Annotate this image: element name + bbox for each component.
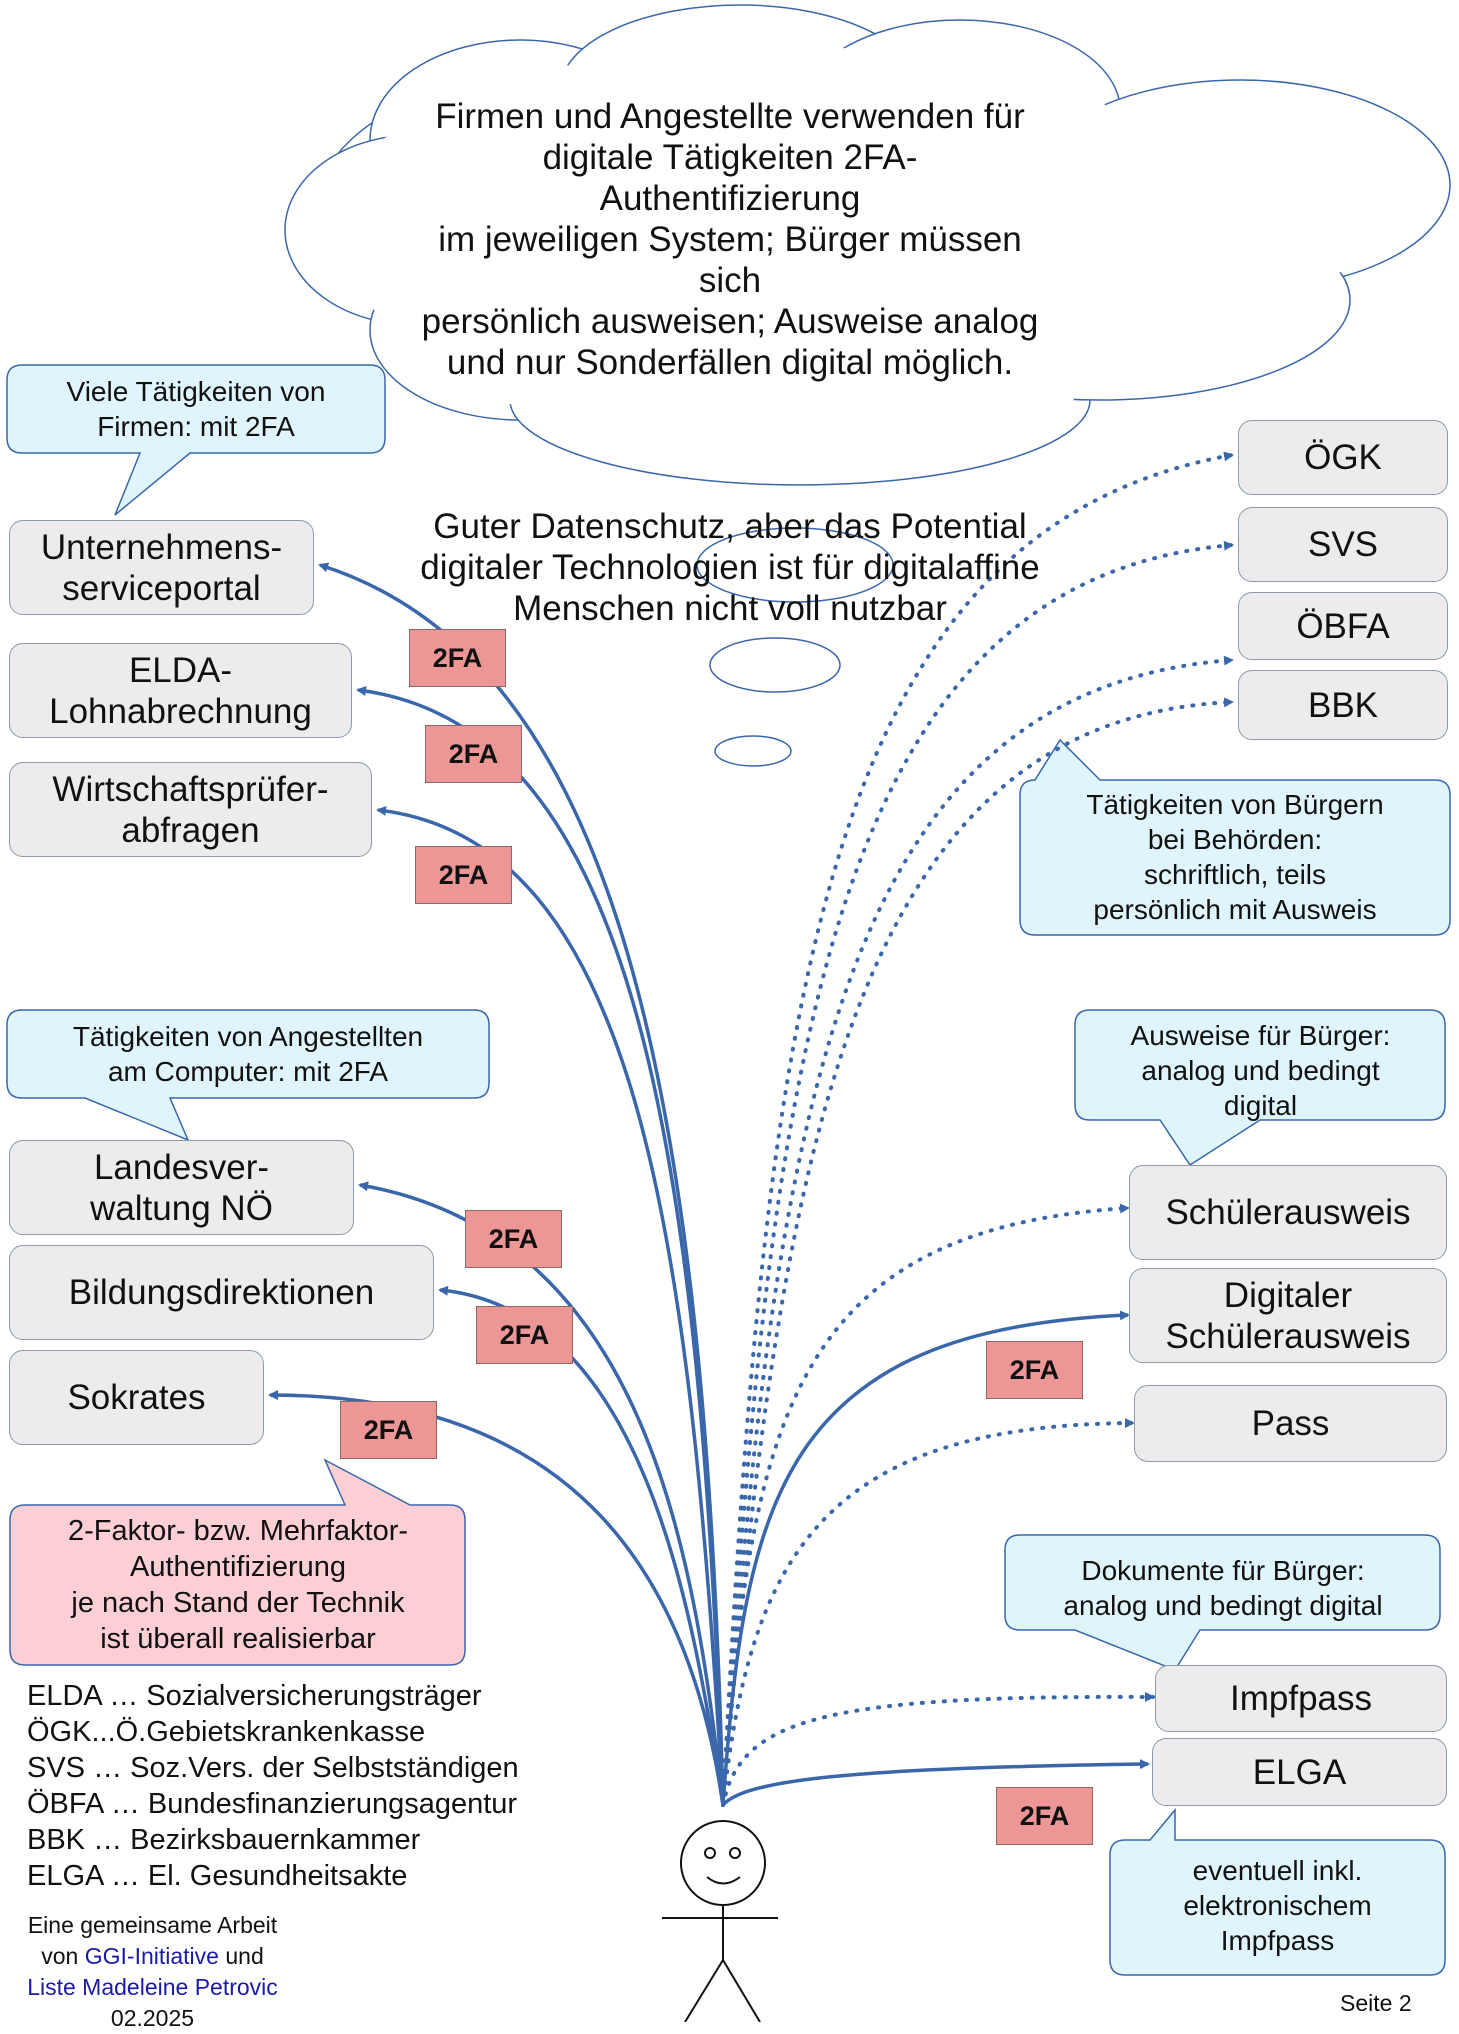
callout-dokumente: Dokumente für Bürger: analog und bedingt… bbox=[1063, 1555, 1383, 1621]
node-pass: Pass bbox=[1134, 1385, 1447, 1462]
dotted-arrow-oegk bbox=[721, 451, 1234, 1807]
legend-line-elda: ELDA … Sozialversicherungsträger bbox=[27, 1680, 482, 1712]
callout-firmen: Viele Tätigkeiten von Firmen: mit 2FA bbox=[66, 376, 326, 442]
dotted-arrow-oebfa bbox=[721, 655, 1234, 1807]
dotted-arrow-schuelerausweis bbox=[721, 1203, 1130, 1807]
tag-2fa-bildungsdirektionen: 2FA bbox=[476, 1306, 573, 1364]
thought-bubble-medium bbox=[709, 637, 841, 693]
link-liste-madeleine-petrovic[interactable]: Liste Madeleine Petrovic bbox=[27, 1974, 278, 2000]
callout-angestellte-shape bbox=[6, 1009, 490, 1142]
credits-date: 02.2025 bbox=[110, 2005, 195, 2031]
node-oebfa: ÖBFA bbox=[1238, 592, 1448, 660]
stick-figure bbox=[662, 1820, 778, 2022]
link-ggi-initiative[interactable]: GGI-Initiative bbox=[84, 1943, 219, 1969]
callout-dokumente-shape bbox=[1004, 1534, 1441, 1671]
node-unternehmensserviceportal: Unternehmens- serviceportal bbox=[9, 520, 314, 615]
node-bbk: BBK bbox=[1238, 670, 1448, 740]
node-elda-lohnabrechnung: ELDA- Lohnabrechnung bbox=[9, 643, 352, 738]
tag-2fa-elga: 2FA bbox=[996, 1787, 1093, 1845]
node-schuelerausweis: Schülerausweis bbox=[1129, 1165, 1447, 1260]
credits-und: und bbox=[218, 1943, 264, 1969]
callout-ausweise: Ausweise für Bürger: analog und bedingt … bbox=[1130, 1020, 1391, 1121]
legend-line-svs: SVS … Soz.Vers. der Selbstständigen bbox=[27, 1752, 519, 1784]
thought-bubble-small bbox=[714, 735, 792, 767]
legend-line-oebfa: ÖBFA … Bundesfinanzierungsagentur bbox=[27, 1788, 518, 1820]
cloud-text: Firmen und Angestellte verwenden für dig… bbox=[420, 55, 1040, 670]
arrow-elga bbox=[721, 1759, 1150, 1807]
callout-buerger-behoerden: Tätigkeiten von Bürgern bei Behörden: sc… bbox=[1086, 789, 1384, 925]
dotted-arrow-svs bbox=[721, 540, 1234, 1807]
cloud-paragraph-2: Guter Datenschutz, aber das Potential di… bbox=[420, 507, 1040, 628]
legend-line-elga: ELGA … El. Gesundheitsakte bbox=[27, 1860, 408, 1892]
callout-angestellte: Tätigkeiten von Angestellten am Computer… bbox=[72, 1021, 424, 1087]
dotted-arrow-impfpass bbox=[721, 1691, 1155, 1807]
node-landesverwaltung-noe: Landesver- waltung NÖ bbox=[9, 1140, 354, 1235]
node-wirtschaftspruefer-abfragen: Wirtschaftsprüfer- abfragen bbox=[9, 762, 372, 857]
credits-line-1: Eine gemeinsame Arbeit bbox=[27, 1912, 278, 1938]
tag-2fa-digitaler-schuelerausweis: 2FA bbox=[986, 1341, 1083, 1399]
callout-mfa: 2-Faktor- bzw. Mehrfaktor- Authentifizie… bbox=[67, 1515, 409, 1655]
credits: Eine gemeinsame Arbeit von GGI-Initiativ… bbox=[0, 1910, 305, 2034]
node-svs: SVS bbox=[1238, 507, 1448, 582]
credits-von: von bbox=[41, 1943, 85, 1969]
callout-mfa-shape bbox=[9, 1458, 466, 1666]
cloud-paragraph-1: Firmen und Angestellte verwenden für dig… bbox=[421, 97, 1039, 382]
page-number: Seite 2 bbox=[1340, 1990, 1412, 2016]
callout-buerger-behoerden-shape bbox=[1019, 738, 1451, 936]
dotted-arrow-bbk bbox=[721, 697, 1234, 1807]
callout-ausweise-shape bbox=[1074, 1009, 1446, 1167]
tag-2fa-landesverwaltung: 2FA bbox=[465, 1210, 562, 1268]
tag-2fa-elda: 2FA bbox=[425, 725, 522, 783]
node-digitaler-schuelerausweis: Digitaler Schülerausweis bbox=[1129, 1268, 1447, 1363]
legend-line-oegk: ÖGK...Ö.Gebietskrankenkasse bbox=[27, 1716, 426, 1748]
abbreviation-legend: ELDA … Sozialversicherungsträger ÖGK...Ö… bbox=[27, 1678, 519, 1894]
tag-2fa-sokrates: 2FA bbox=[340, 1401, 437, 1459]
credits-line-2: von GGI-Initiative und bbox=[0, 1941, 305, 1972]
node-elga: ELGA bbox=[1152, 1738, 1447, 1806]
tag-2fa-unternehmensserviceportal: 2FA bbox=[409, 629, 506, 687]
node-sokrates: Sokrates bbox=[9, 1350, 264, 1445]
node-bildungsdirektionen: Bildungsdirektionen bbox=[9, 1245, 434, 1340]
callout-elga-note-shape bbox=[1109, 1807, 1446, 1976]
node-oegk: ÖGK bbox=[1238, 420, 1448, 495]
node-impfpass: Impfpass bbox=[1155, 1665, 1447, 1732]
dotted-arrow-pass bbox=[721, 1418, 1135, 1807]
callout-elga-note: eventuell inkl. elektronischem Impfpass bbox=[1183, 1855, 1372, 1956]
callout-firmen-shape bbox=[6, 364, 386, 516]
legend-line-bbk: BBK … Bezirksbauernkammer bbox=[27, 1824, 421, 1856]
thought-bubble-large bbox=[696, 527, 894, 603]
tag-2fa-wirtschaftspruefer: 2FA bbox=[415, 846, 512, 904]
